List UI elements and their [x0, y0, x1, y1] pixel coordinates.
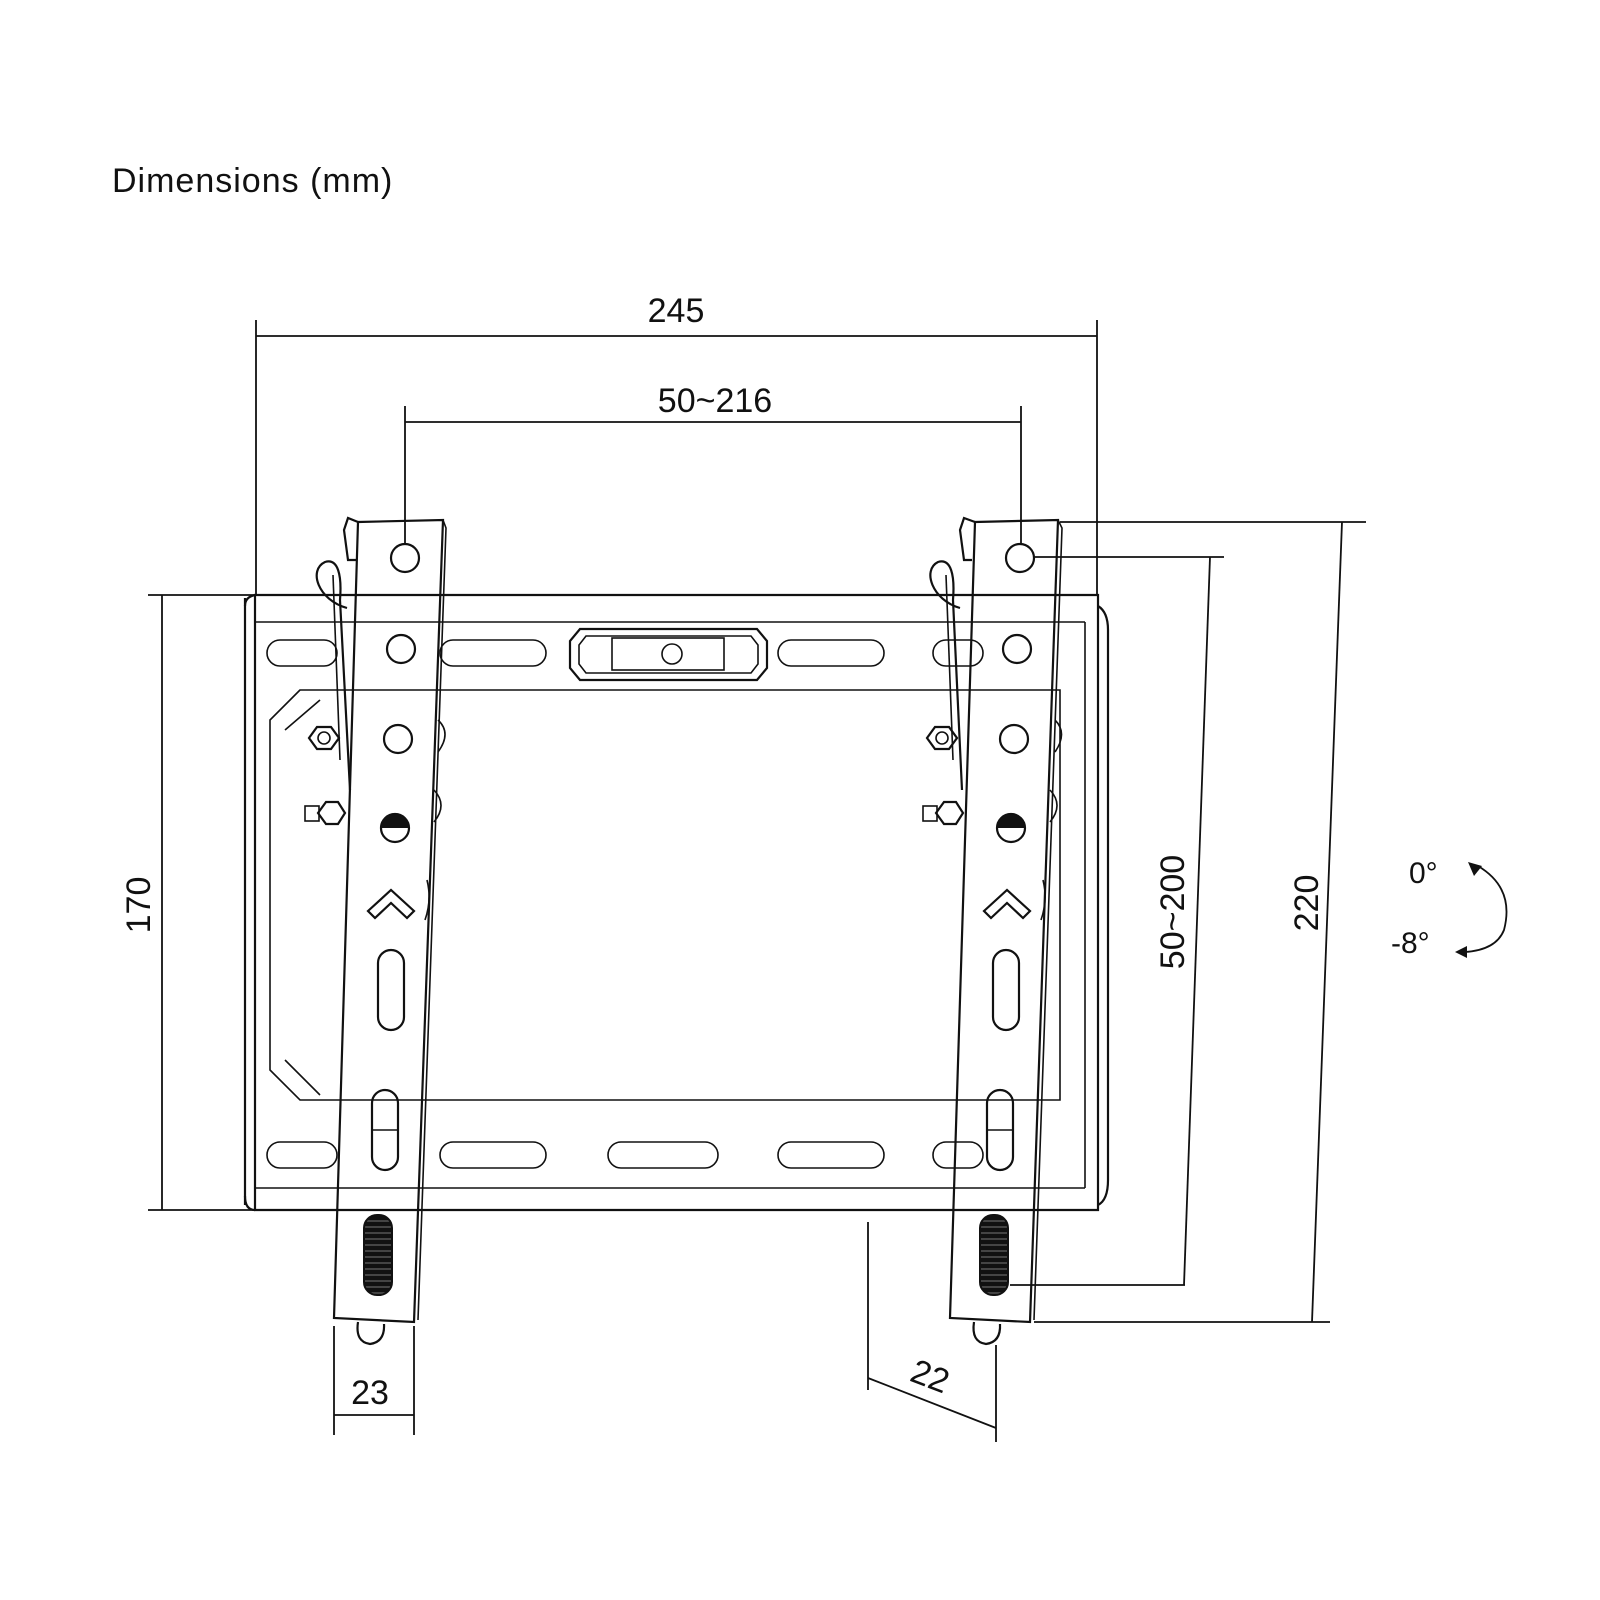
dim-label-50-200: 50~200 [1154, 855, 1192, 969]
dim-vesa-vertical: 50~200 [1010, 556, 1224, 1286]
wall-plate [243, 593, 1110, 1212]
dim-label-220: 220 [1288, 875, 1326, 932]
dim-overall-width: 245 [255, 292, 1098, 595]
dim-arm-height: 220 [1034, 521, 1366, 1323]
dim-label-245: 245 [648, 292, 705, 330]
top-slot-row [266, 639, 984, 667]
tilt-upper-label: 0° [1409, 857, 1438, 890]
bubble-level [568, 627, 769, 682]
dim-label-23: 23 [351, 1374, 389, 1412]
dim-plate-height: 170 [120, 594, 256, 1211]
dim-label-22: 22 [905, 1352, 954, 1401]
dim-label-50-216: 50~216 [658, 382, 772, 420]
bottom-slot-row [266, 1141, 984, 1169]
tilt-lower-label: -8° [1391, 927, 1430, 960]
tilt-indicator: 0° -8° [1391, 857, 1508, 960]
dim-label-170: 170 [120, 877, 158, 934]
diagram-title: Dimensions (mm) [112, 162, 394, 200]
dim-arm-width: 23 [333, 1326, 415, 1435]
right-arm [922, 516, 1063, 1346]
dim-arm-depth: 22 [867, 1222, 997, 1442]
left-arm [304, 516, 447, 1346]
dim-vesa-horizontal: 50~216 [404, 382, 1022, 545]
